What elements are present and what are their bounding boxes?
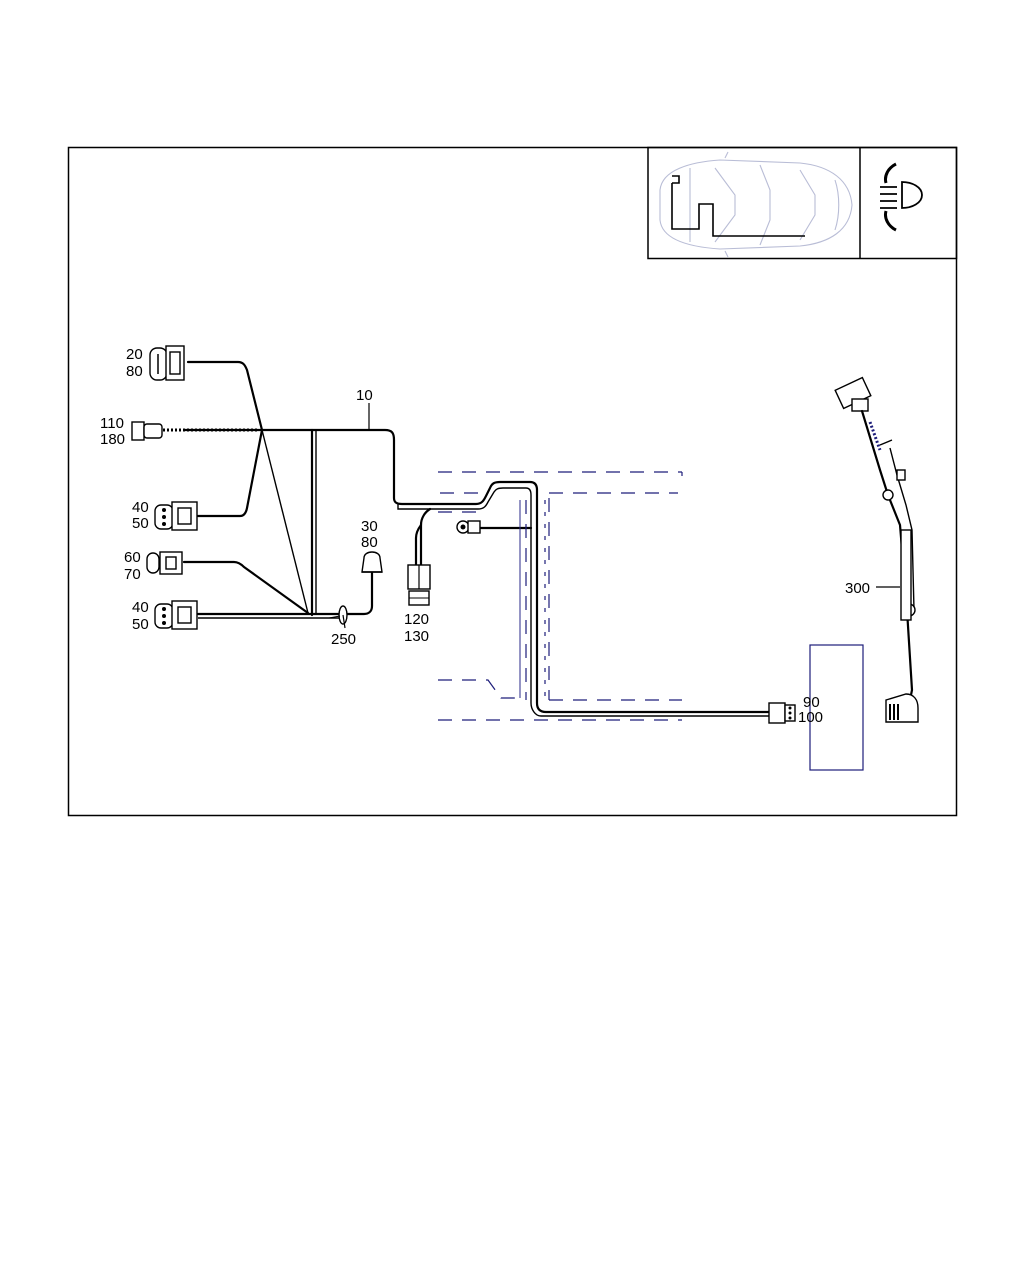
- vehicle-location-icon: [659, 151, 853, 258]
- connector-90-100: [768, 644, 864, 771]
- callout-100: 100: [798, 709, 823, 726]
- connector-110-180: [131, 421, 163, 441]
- callout-110: 110: [100, 415, 124, 432]
- callout-90: 90: [803, 694, 820, 711]
- main-harness-10: [163, 360, 772, 717]
- callout-180: 180: [100, 431, 125, 448]
- connector-20-80: [149, 345, 185, 381]
- callout-60: 60: [124, 549, 141, 566]
- callout-30: 30: [361, 518, 378, 535]
- callout-10: 10: [356, 387, 373, 404]
- diagram-frame: [67, 146, 958, 817]
- callout-120: 120: [404, 611, 429, 628]
- headlamp-range-adjust-icon: [880, 162, 923, 232]
- callout-130: 130: [404, 628, 429, 645]
- callout-40-lower: 40: [132, 599, 149, 616]
- grommet-250: [338, 605, 348, 629]
- connector-40-50-upper: [154, 501, 198, 531]
- callout-300: 300: [845, 580, 870, 597]
- inset-panel: [647, 146, 958, 260]
- callout-20: 20: [126, 346, 143, 363]
- callout-50-lower: 50: [132, 616, 149, 633]
- callout-80-upper: 80: [126, 363, 143, 380]
- callout-250-leader: [328, 615, 341, 619]
- connector-40-50-lower: [154, 600, 198, 630]
- ground-eyelet: [456, 520, 481, 534]
- routing-outline: [438, 471, 683, 721]
- sensor-cable-300: [834, 376, 919, 723]
- connector-60-70: [146, 551, 183, 575]
- callout-80-lower: 80: [361, 534, 378, 551]
- callout-250: 250: [331, 631, 356, 648]
- callout-50-upper: 50: [132, 515, 149, 532]
- connector-120-130: [407, 564, 431, 606]
- callout-70: 70: [124, 566, 141, 583]
- connector-30-80: [361, 551, 383, 573]
- callout-40-upper: 40: [132, 499, 149, 516]
